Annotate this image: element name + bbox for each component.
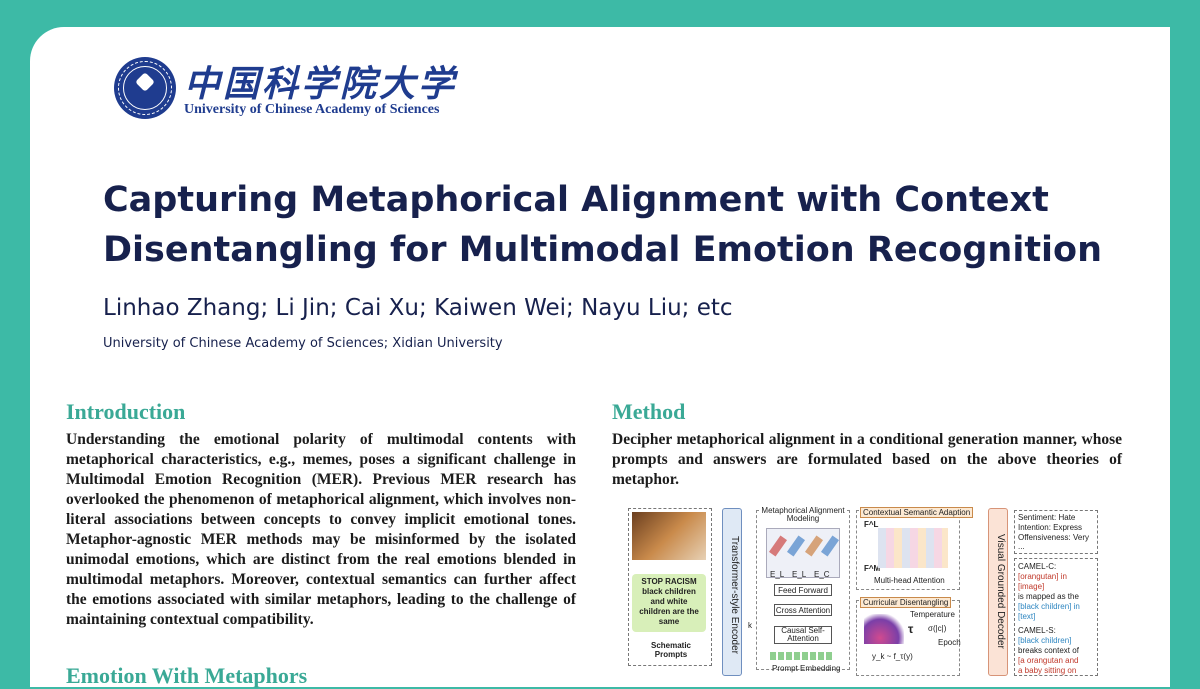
university-logo: 中国科学院大学 University of Chinese Academy of…: [114, 57, 474, 123]
temperature-label: Temperature: [910, 610, 955, 619]
curricular-module-label: Curricular Disentangling: [860, 597, 952, 608]
prompt-embedding-label: Prompt Embedding: [772, 664, 841, 673]
multihead-label: Multi-head Attention: [874, 576, 945, 585]
causal-self-attention-block: Causal Self-Attention: [774, 626, 832, 644]
e-label-3: E_C: [814, 570, 830, 579]
output-list-frame: [1014, 510, 1098, 554]
camel-s-part-2: breaks context of: [1018, 646, 1079, 655]
schematic-prompts-label: Schematic Prompts: [650, 641, 692, 659]
tau-label: τ: [908, 622, 914, 636]
camel-c-part-1: [orangutan] in: [1018, 572, 1067, 581]
decoder-label: Visual Grounded Decoder: [995, 534, 1006, 649]
camel-s-part-4: a baby sitting on: [1018, 666, 1077, 675]
meme-text-box: STOP RACISM black children and white chi…: [632, 574, 706, 632]
meme-image: [632, 512, 706, 560]
f-l-label: F^L: [864, 520, 879, 529]
paper-title: Capturing Metaphorical Alignment with Co…: [103, 180, 1103, 270]
camel-c-part-3: is mapped as the: [1018, 592, 1079, 601]
camel-c-head: CAMEL-C:: [1018, 562, 1057, 571]
university-seal-icon: [114, 57, 176, 119]
output-item-4: ...: [1018, 542, 1025, 551]
epoch-label: Epoch: [938, 638, 961, 647]
sigma-label: σ(|c|): [928, 624, 947, 633]
camel-c-part-5: [text]: [1018, 612, 1036, 621]
k-label: k: [748, 621, 752, 630]
output-item-3: Offensiveness: Very: [1018, 533, 1089, 542]
input-panel: [628, 508, 712, 666]
method-heading: Method: [612, 399, 686, 424]
prompt-tokens: [770, 652, 834, 660]
metaphor-module-label: Metaphorical Alignment Modeling: [760, 506, 846, 523]
f-m-label: F^M: [864, 564, 881, 573]
camel-s-head: CAMEL-S:: [1018, 626, 1056, 635]
output-item-1: Sentiment: Hate: [1018, 513, 1076, 522]
author-list: Linhao Zhang; Li Jin; Cai Xu; Kaiwen Wei…: [103, 295, 733, 321]
distribution-plot: [864, 614, 904, 644]
poster-sheet: 中国科学院大学 University of Chinese Academy of…: [30, 27, 1170, 688]
camel-c-part-4: [black children] in: [1018, 602, 1080, 611]
output-item-2: Intention: Express: [1018, 523, 1083, 532]
feed-forward-block: Feed Forward: [774, 584, 832, 596]
logo-chinese-name: 中国科学院大学: [184, 63, 458, 105]
cross-attention-block: Cross Attention: [774, 604, 832, 616]
affiliations: University of Chinese Academy of Science…: [103, 336, 503, 351]
introduction-text: Understanding the emotional polarity of …: [66, 431, 576, 628]
introduction-heading: Introduction: [66, 399, 186, 424]
e-label-1: E_L: [770, 570, 785, 579]
method-text: Decipher metaphorical alignment in a con…: [612, 431, 1122, 488]
emotion-metaphors-heading: Emotion With Metaphors: [66, 663, 308, 688]
camel-c-part-2: [image]: [1018, 582, 1045, 591]
logo-english-name: University of Chinese Academy of Science…: [184, 102, 440, 117]
context-module-label: Contextual Semantic Adaption: [860, 507, 974, 518]
encoder-label: Transformer-style Encoder: [729, 536, 740, 654]
yk-label: y_k ~ f_τ(y): [872, 652, 913, 661]
camel-s-part-3: [a orangutan and: [1018, 656, 1079, 665]
e-label-2: E_L: [792, 570, 807, 579]
camel-s-part-1: [black children]: [1018, 636, 1072, 645]
framework-figure: STOP RACISM black children and white chi…: [594, 476, 1100, 676]
attention-cube: [878, 528, 948, 568]
